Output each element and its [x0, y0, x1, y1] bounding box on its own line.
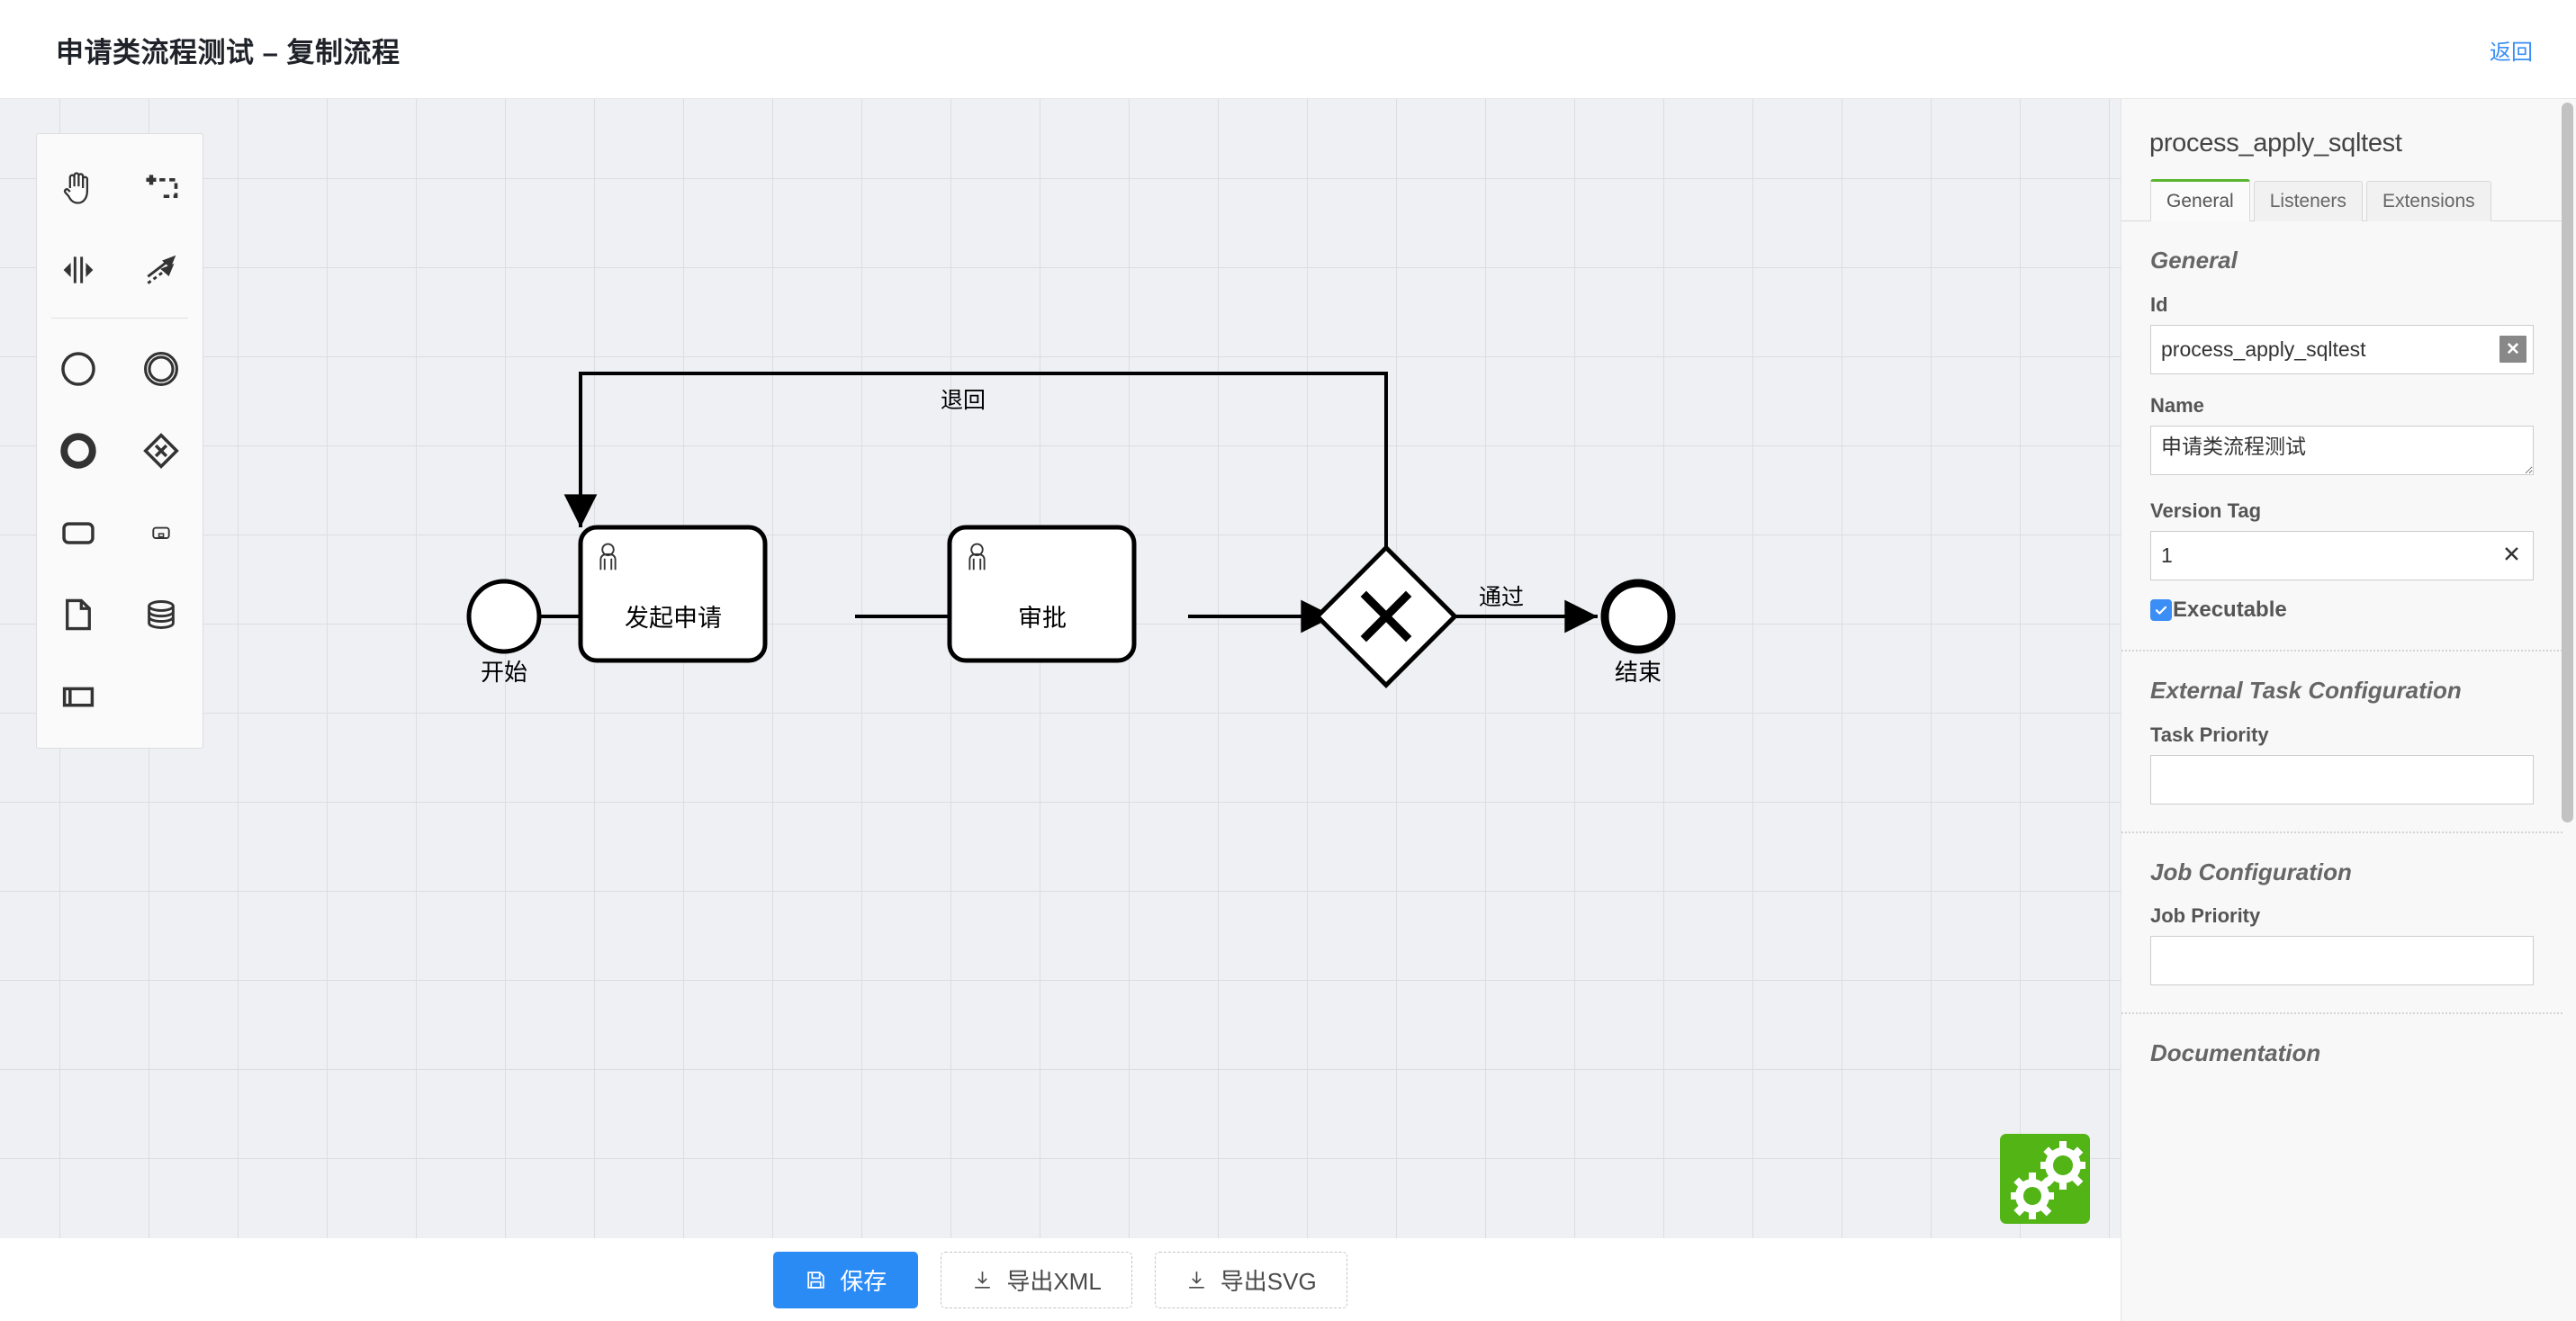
export-svg-button-label: 导出SVG	[1220, 1267, 1317, 1295]
save-button[interactable]: 保存	[773, 1251, 919, 1308]
tab-general[interactable]: General	[2150, 179, 2250, 221]
end-event-label: 结束	[1615, 659, 1662, 686]
bpmn-end-event[interactable]: 结束	[1600, 579, 1676, 686]
data-object-icon[interactable]	[37, 573, 120, 655]
editor-footer: 保存 导出XML 导出SVG	[0, 1238, 2121, 1321]
executable-label: Executable	[2173, 597, 2287, 622]
executable-row[interactable]: Executable	[2150, 598, 2534, 623]
bpmn-start-event[interactable]: 开始	[466, 579, 542, 686]
bpmn-exclusive-gateway[interactable]	[1314, 544, 1458, 688]
end-event-icon[interactable]	[37, 409, 120, 491]
app-header: 申请类流程测试 – 复制流程 返回	[0, 0, 2576, 99]
subprocess-icon[interactable]	[120, 491, 203, 573]
task-icon[interactable]	[37, 491, 120, 573]
section-divider-2	[2121, 831, 2562, 833]
tab-listeners[interactable]: Listeners	[2253, 181, 2363, 221]
job-priority-input[interactable]	[2150, 936, 2534, 986]
version-tag-input[interactable]	[2150, 530, 2534, 580]
properties-panel[interactable]: process_apply_sqltest General Listeners …	[2121, 99, 2576, 1321]
job-priority-label: Job Priority	[2150, 904, 2261, 928]
id-field-wrap: ✕	[2150, 324, 2534, 374]
save-icon	[807, 1271, 825, 1289]
task-priority-input[interactable]	[2150, 754, 2534, 804]
bpmn-canvas[interactable]: 开始 发起申请 审批	[0, 99, 2121, 1238]
version-tag-field-label: Version Tag	[2150, 499, 2262, 522]
export-svg-button[interactable]: 导出SVG	[1154, 1251, 1347, 1308]
download-icon	[975, 1271, 991, 1289]
page-title: 申请类流程测试 – 复制流程	[56, 37, 401, 68]
properties-tabs[interactable]: General Listeners Extensions	[2150, 178, 2534, 221]
section-documentation-heading: Documentation	[2150, 1039, 2321, 1067]
version-tag-field-wrap: ✕	[2150, 530, 2534, 580]
executable-checkbox[interactable]	[2150, 598, 2172, 621]
section-general-heading: General	[2150, 247, 2238, 274]
bpmn-palette[interactable]	[36, 133, 203, 749]
task-apply-label: 发起申请	[625, 605, 722, 632]
name-textarea[interactable]	[2150, 425, 2534, 475]
panel-scrollbar[interactable]	[2562, 103, 2573, 822]
palette-divider	[51, 318, 188, 319]
palette-spacer	[120, 655, 203, 737]
section-divider-3	[2121, 1012, 2562, 1015]
export-xml-button[interactable]: 导出XML	[941, 1251, 1132, 1308]
global-connect-tool-icon[interactable]	[120, 229, 203, 310]
section-external-task-heading: External Task Configuration	[2150, 676, 2462, 704]
start-event-label: 开始	[481, 659, 527, 686]
lasso-tool-icon[interactable]	[120, 147, 203, 229]
tab-extensions[interactable]: Extensions	[2365, 181, 2491, 221]
name-field-label: Name	[2150, 393, 2204, 417]
section-job-heading: Job Configuration	[2150, 858, 2352, 885]
flow-label-return: 退回	[941, 388, 986, 413]
id-field-label: Id	[2150, 292, 2168, 316]
export-xml-button-label: 导出XML	[1006, 1267, 1102, 1295]
properties-panel-title: process_apply_sqltest	[2149, 129, 2402, 157]
id-clear-button[interactable]: ✕	[2499, 336, 2526, 364]
participant-icon[interactable]	[37, 655, 120, 737]
exclusive-gateway-icon[interactable]	[120, 409, 203, 491]
bpmn-diagram[interactable]: 开始 发起申请 审批	[0, 99, 2121, 1238]
bpmn-user-task-approve[interactable]: 审批	[947, 525, 1137, 663]
task-approve-label: 审批	[1018, 605, 1067, 632]
data-store-icon[interactable]	[120, 573, 203, 655]
hand-tool-icon[interactable]	[37, 147, 120, 229]
user-task-icon	[599, 543, 617, 571]
id-input[interactable]	[2150, 324, 2534, 374]
bpmn-user-task-apply[interactable]: 发起申请	[578, 525, 768, 663]
space-tool-icon[interactable]	[37, 229, 120, 310]
save-button-label: 保存	[840, 1267, 887, 1295]
intermediate-event-icon[interactable]	[120, 328, 203, 409]
section-divider-1	[2121, 649, 2562, 652]
flow-label-pass: 通过	[1479, 585, 1524, 610]
user-task-icon	[968, 543, 986, 571]
task-priority-label: Task Priority	[2150, 723, 2269, 746]
bpmn-io-logo[interactable]	[2000, 1134, 2090, 1224]
version-tag-clear-button[interactable]: ✕	[2502, 542, 2521, 568]
start-event-icon[interactable]	[37, 328, 120, 409]
check-icon	[2155, 606, 2167, 615]
back-link[interactable]: 返回	[2490, 40, 2533, 65]
download-icon	[1188, 1271, 1204, 1289]
